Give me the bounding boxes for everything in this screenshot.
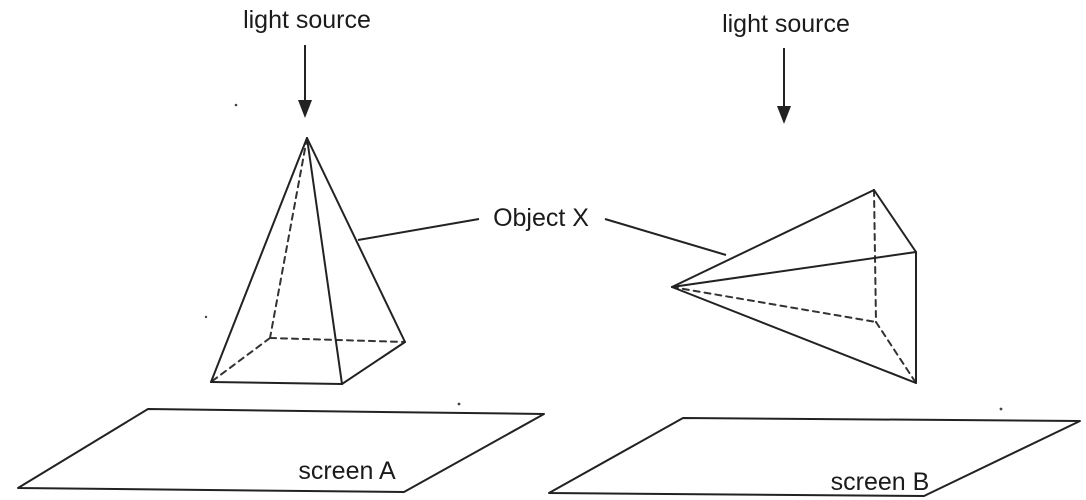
pyramid-sideways bbox=[671, 189, 917, 384]
screen-a-plane bbox=[17, 408, 545, 493]
scan-speck bbox=[204, 315, 208, 319]
object-x-label: Object X bbox=[493, 204, 589, 232]
light-ray-arrow-left bbox=[298, 45, 312, 118]
pyramid-edge-front-right bbox=[306, 137, 343, 385]
screen-a-label: screen A bbox=[298, 457, 396, 485]
sideways-hidden-base-bottom bbox=[875, 321, 917, 384]
scan-speck bbox=[234, 103, 238, 107]
screen-b: screen B bbox=[548, 417, 1081, 497]
pyramid-edge-back-right bbox=[306, 137, 406, 343]
scan-speck bbox=[457, 402, 461, 406]
sideways-edge-middle bbox=[671, 251, 917, 288]
pyramid-edge-front-left bbox=[210, 137, 308, 383]
light-source-left-label: light source bbox=[243, 6, 371, 34]
screen-b-plane bbox=[548, 417, 1081, 497]
screen-a: screen A bbox=[17, 408, 545, 493]
pyramid-base-front bbox=[210, 381, 343, 385]
light-ray-arrow-right bbox=[777, 48, 791, 124]
pyramid-hidden-base-left bbox=[210, 337, 271, 383]
sideways-edge-bottom bbox=[671, 286, 917, 384]
sideways-hidden-edge-apex bbox=[671, 286, 877, 323]
scan-speck bbox=[999, 407, 1003, 411]
pyramid-hidden-base-back bbox=[269, 337, 406, 343]
sideways-hidden-base-back bbox=[873, 189, 877, 323]
pyramid-hidden-edge-left bbox=[269, 137, 308, 339]
screen-b-label: screen B bbox=[831, 468, 930, 496]
sideways-base-top bbox=[873, 189, 917, 253]
pyramid-upright bbox=[210, 137, 406, 385]
object-x-leader-left bbox=[357, 218, 480, 241]
sideways-edge-top bbox=[671, 189, 875, 288]
pyramid-base-right bbox=[341, 341, 406, 385]
light-source-right-label: light source bbox=[722, 10, 850, 38]
object-x-leader-right bbox=[604, 218, 727, 256]
